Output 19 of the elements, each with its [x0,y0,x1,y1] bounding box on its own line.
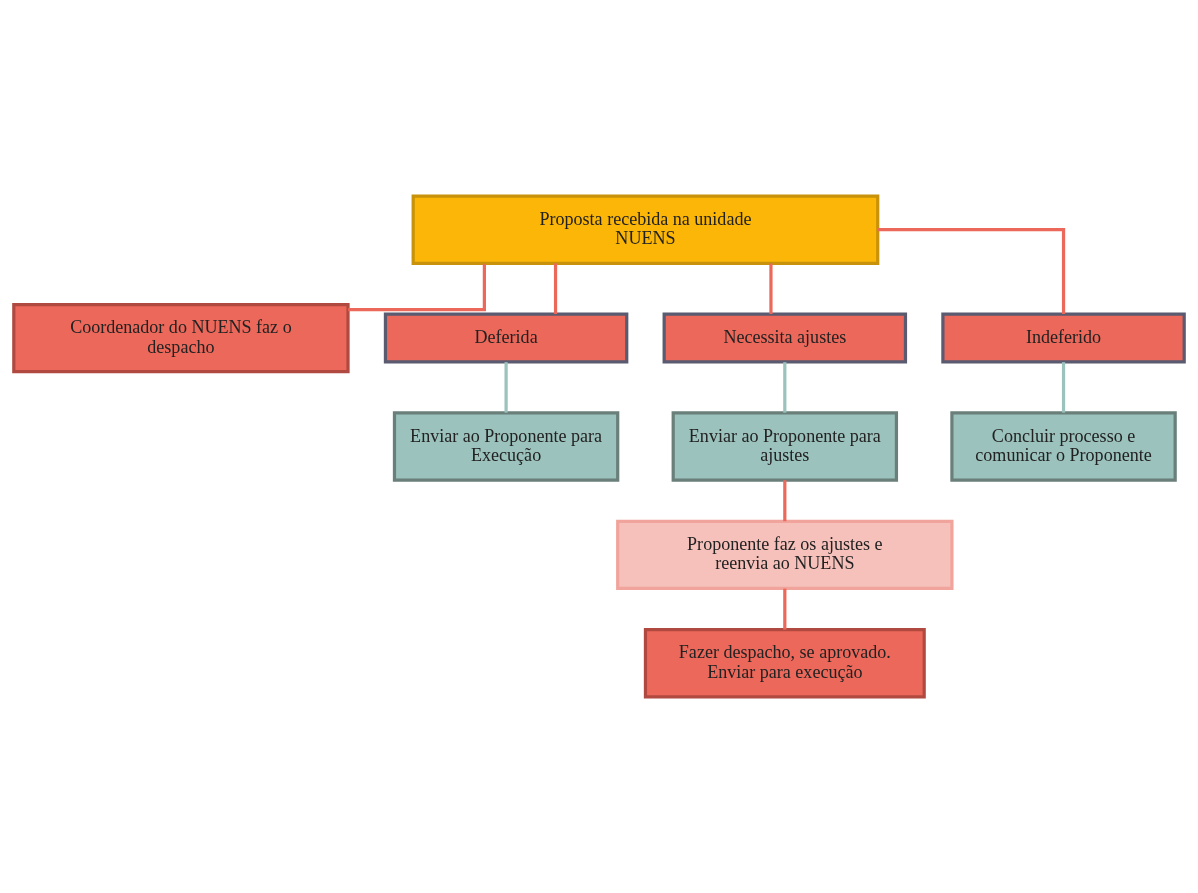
connector [348,263,486,312]
connector [553,263,558,315]
node-box: Deferida [383,312,629,364]
connector [877,228,1066,315]
connector [769,263,773,315]
connector [783,480,787,522]
node-box: Coordenador do NUENS faz o despacho [12,302,350,374]
connector [1061,362,1066,413]
node-box: Enviar ao Proponente para Execução [392,411,620,482]
node-box: Concluir processo e comunicar o Proponente [950,411,1177,482]
connector [783,588,787,630]
connector [783,362,787,413]
node-box: Necessita ajustes [662,312,908,364]
node-box: Enviar ao Proponente para ajustes [671,411,899,482]
node-box: Fazer despacho, se aprovado. Enviar para execução [643,628,926,699]
node-box: Proposta recebida na unidade NUENS [411,194,880,265]
node-box: Proponente faz os ajustes e reenvia ao NUENS [616,519,954,591]
connector [504,362,508,413]
node-box: Indeferido [941,312,1186,364]
